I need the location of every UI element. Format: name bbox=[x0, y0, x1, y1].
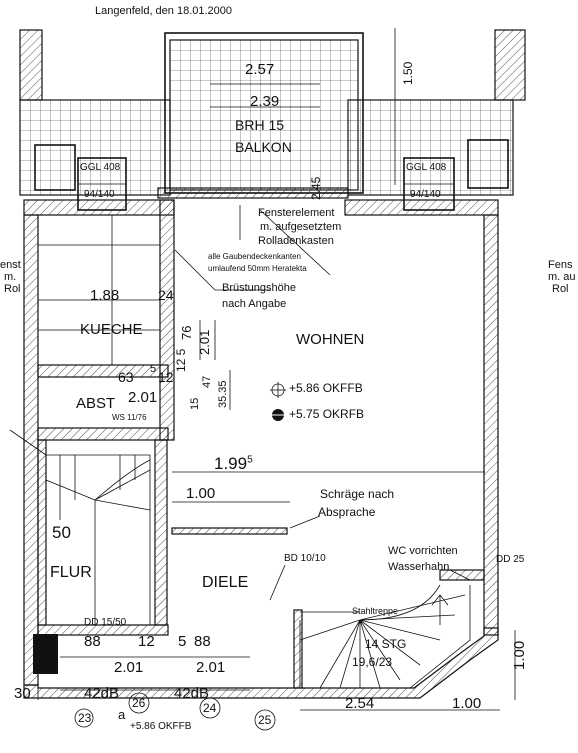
note-right-edge-1: Fens bbox=[548, 259, 573, 271]
dim-v-12-5: 12 5 bbox=[174, 348, 188, 372]
skylight-right-type: GGL 408 bbox=[406, 162, 447, 173]
stair-ratio: 19,6/23 bbox=[352, 655, 393, 669]
dim-ws: WS 11/76 bbox=[112, 413, 147, 422]
steel-stair bbox=[299, 584, 471, 689]
note-wc-1: WC vorrichten bbox=[388, 545, 458, 557]
dim-living-1-99: 1.995 bbox=[214, 454, 253, 473]
dim-88-a: 88 bbox=[84, 633, 101, 650]
note-left-edge-1: enst bbox=[0, 259, 21, 271]
dim-v-2-01: 2.01 bbox=[197, 329, 212, 355]
circle-25: 25 bbox=[258, 713, 272, 727]
dim-kitchen-width: 1.88 bbox=[90, 287, 120, 304]
balcony-dim-inner: 2.39 bbox=[250, 93, 280, 110]
note-left-edge-2: m. bbox=[4, 271, 17, 283]
note-parapet-1: Brüstungshöhe bbox=[222, 282, 296, 294]
room-kitchen: KUECHE bbox=[80, 321, 143, 338]
skylight-left-size: 94/140 bbox=[84, 189, 115, 200]
dim-living-sup: 5 bbox=[247, 454, 253, 466]
db-b: 42dB bbox=[174, 685, 210, 702]
note-slope-1: Schräge nach bbox=[320, 487, 395, 501]
balcony-area bbox=[164, 28, 396, 194]
balcony-label: BALKON bbox=[235, 139, 292, 155]
leader-lines bbox=[9, 205, 471, 601]
circle-23: 23 bbox=[78, 711, 92, 725]
stair-steps: 14 STG bbox=[365, 637, 407, 651]
note-left-edge-3: Rol bbox=[4, 283, 21, 295]
dim-v-47: 47 bbox=[201, 375, 213, 388]
note-right-edge-2: m. au bbox=[548, 271, 576, 283]
room-entry: DIELE bbox=[202, 574, 249, 591]
circle-26: 26 bbox=[132, 696, 146, 710]
dim-1-00v: 1.00 bbox=[511, 640, 528, 670]
note-slope-2: Absprache bbox=[318, 505, 376, 519]
dim-5: 5 bbox=[150, 363, 157, 375]
kitchen-counter bbox=[38, 215, 160, 365]
circle-markers bbox=[74, 692, 276, 731]
circle-24: 24 bbox=[203, 701, 217, 715]
dim-v-15: 15 bbox=[189, 397, 201, 410]
room-hall: FLUR bbox=[50, 564, 92, 581]
skylight-right-size: 94/140 bbox=[410, 189, 441, 200]
dim-v-76: 76 bbox=[179, 325, 194, 340]
dim-abst-2-01: 2.01 bbox=[128, 389, 158, 406]
note-window-1: Fensterelement bbox=[258, 207, 335, 219]
dim-5b: 5 bbox=[178, 633, 187, 650]
flur-stair bbox=[45, 454, 151, 626]
inner-walls bbox=[33, 199, 485, 689]
note-window-3: Rolladenkasten bbox=[258, 235, 334, 247]
left-dormer bbox=[19, 29, 171, 211]
mark-a: a bbox=[118, 707, 126, 722]
dim-2-01-a: 2.01 bbox=[114, 659, 144, 676]
db-a: 42dB bbox=[84, 685, 120, 702]
balcony-dim-right: 1.50 bbox=[401, 61, 415, 85]
dim-living-1-00: 1.00 bbox=[186, 485, 216, 502]
dim-bd: BD 10/10 bbox=[284, 553, 326, 564]
room-storage: ABST bbox=[76, 395, 116, 412]
balcony-dim-small: 2.45 bbox=[309, 176, 323, 200]
bottom-level: +5.86 OKFFB bbox=[130, 721, 192, 732]
dim-12: 12 bbox=[158, 369, 174, 385]
window-element-bar bbox=[157, 187, 349, 199]
note-wc-2: Wasserhahn bbox=[388, 561, 450, 573]
dim-dd-left: DD 15/50 bbox=[84, 617, 127, 628]
dim-12b: 12 bbox=[138, 633, 155, 650]
skylight-left-type: GGL 408 bbox=[80, 162, 121, 173]
dim-dd-right: DD 25 bbox=[496, 554, 525, 565]
note-dormer-1: alle Gaubendeckenkanten bbox=[208, 252, 301, 261]
dim-88-b: 88 bbox=[194, 633, 211, 650]
level-raw: +5.75 OKRFB bbox=[289, 407, 365, 421]
dim-2-54: 2.54 bbox=[345, 695, 375, 712]
dim-2-01-b: 2.01 bbox=[196, 659, 226, 676]
dim-flur-50: 50 bbox=[52, 523, 71, 542]
dim-v-35: 35.35 bbox=[217, 380, 229, 408]
level-markers bbox=[270, 382, 286, 421]
dimension-lines bbox=[37, 320, 516, 711]
note-dormer-2: umlaufend 50mm Heratekta bbox=[208, 264, 307, 273]
room-living: WOHNEN bbox=[296, 331, 365, 348]
balcony-dim-outer: 2.57 bbox=[245, 61, 275, 78]
note-parapet-2: nach Angabe bbox=[222, 298, 287, 310]
right-dormer bbox=[347, 29, 526, 211]
dim-1-00b: 1.00 bbox=[452, 695, 482, 712]
balcony-parapet: BRH 15 bbox=[235, 117, 285, 133]
note-window-2: m. aufgesetztem bbox=[260, 221, 342, 233]
dim-30: 30 bbox=[14, 685, 31, 702]
place-date: Langenfeld, den 18.01.2000 bbox=[95, 5, 233, 17]
level-finished: +5.86 OKFFB bbox=[289, 381, 363, 395]
stair-label: Stahltreppe bbox=[352, 606, 399, 616]
dim-63: 63 bbox=[118, 369, 134, 385]
dim-kitchen-24: 24 bbox=[158, 287, 174, 303]
note-right-edge-3: Rol bbox=[552, 283, 569, 295]
